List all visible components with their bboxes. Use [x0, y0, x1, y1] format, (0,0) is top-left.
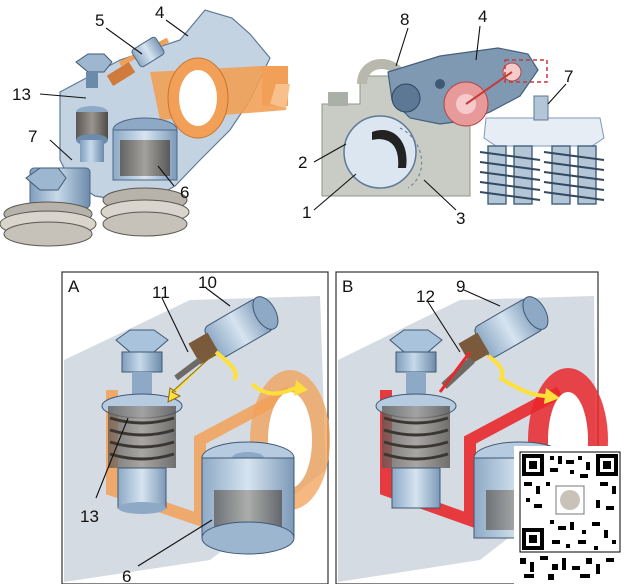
- callout-1: 1: [302, 203, 311, 222]
- callout-13-panel-a: 13: [80, 507, 99, 526]
- callout-6: 6: [180, 183, 189, 202]
- panel-b-leader-lines: [427, 289, 501, 353]
- callout-11: 11: [152, 283, 170, 302]
- cam-rocker-cutaway-drawing: [321, 47, 605, 205]
- qr-code-icon: [514, 446, 624, 584]
- callout-7-right: 7: [564, 67, 573, 86]
- callout-3: 3: [456, 209, 465, 228]
- callout-9: 9: [456, 277, 465, 296]
- callout-2: 2: [298, 153, 307, 172]
- panel-a-letter: A: [68, 277, 80, 296]
- callout-10: 10: [198, 273, 217, 292]
- callout-4-right: 4: [478, 7, 487, 26]
- rocker-arm-perspective-drawing: [0, 9, 290, 247]
- panel-a: [61, 271, 330, 584]
- panel-a-leader-lines: [95, 287, 231, 567]
- callout-8: 8: [400, 10, 409, 29]
- callout-6-panel-a: 6: [122, 567, 131, 584]
- callout-4: 4: [155, 3, 164, 22]
- callout-5: 5: [95, 11, 104, 30]
- top-right-leader-lines: [313, 25, 567, 211]
- callout-12: 12: [416, 287, 435, 306]
- callout-13: 13: [12, 85, 31, 104]
- panel-b-letter: B: [342, 277, 353, 296]
- callout-7: 7: [28, 127, 37, 146]
- top-left-leader-lines: [39, 19, 189, 187]
